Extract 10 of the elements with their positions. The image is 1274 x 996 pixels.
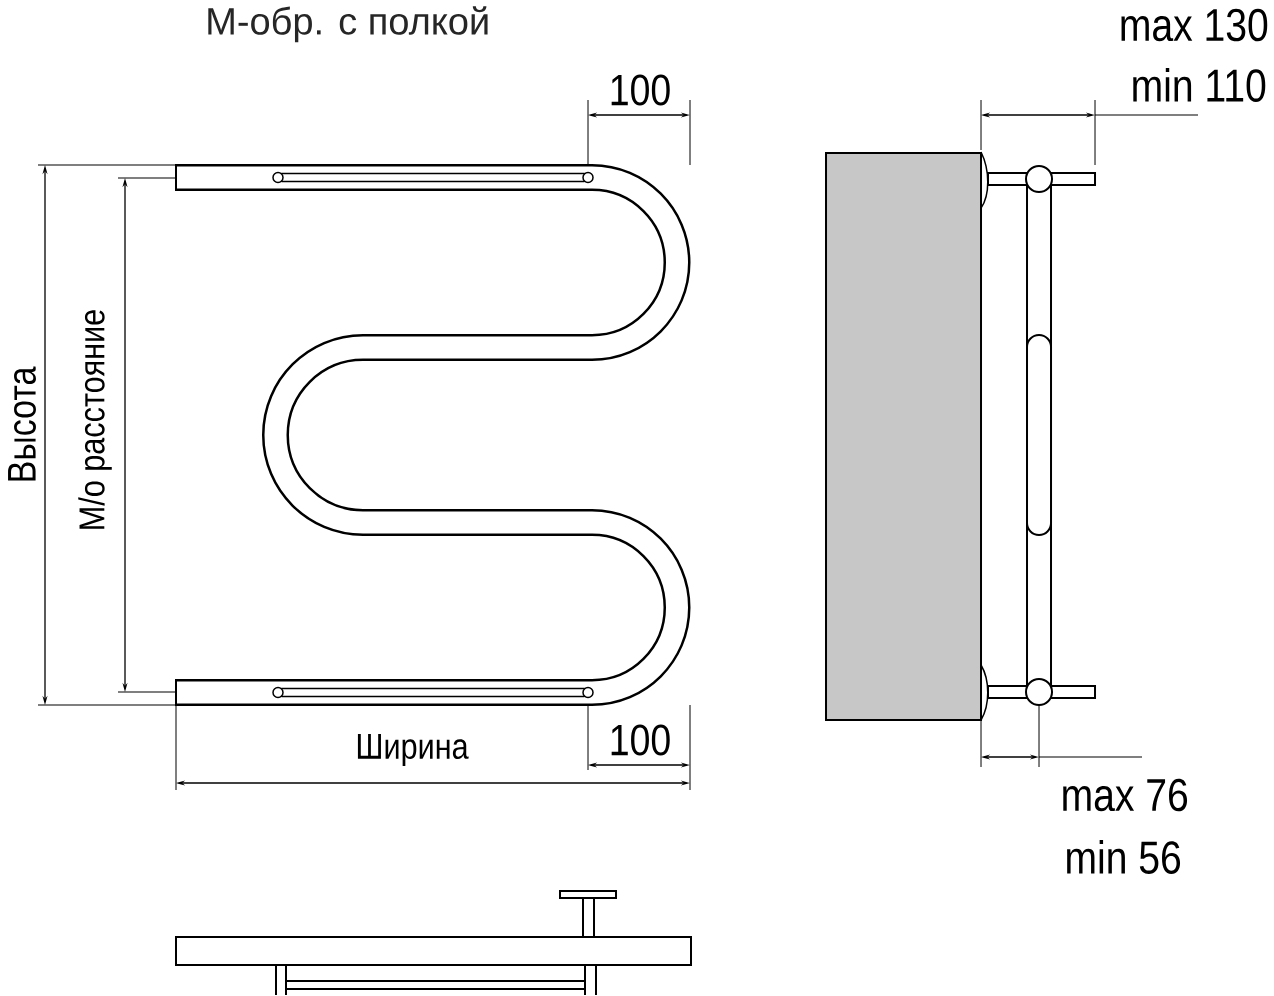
dimension-label: max 76 (1063, 778, 1188, 812)
dimension-label: Высота (8, 366, 36, 481)
dimension-label: 100 (611, 74, 670, 106)
dimension-label: min 56 (1067, 840, 1181, 874)
dimension-label: min 110 (1133, 68, 1266, 102)
title: М-обр. с полкой (208, 6, 488, 43)
dimension-label: max 130 (1121, 8, 1268, 42)
dimension-label: 100 (611, 724, 670, 756)
dimension-label: Ширина (357, 733, 469, 767)
dimension-label: М/о расстояние (78, 310, 112, 529)
